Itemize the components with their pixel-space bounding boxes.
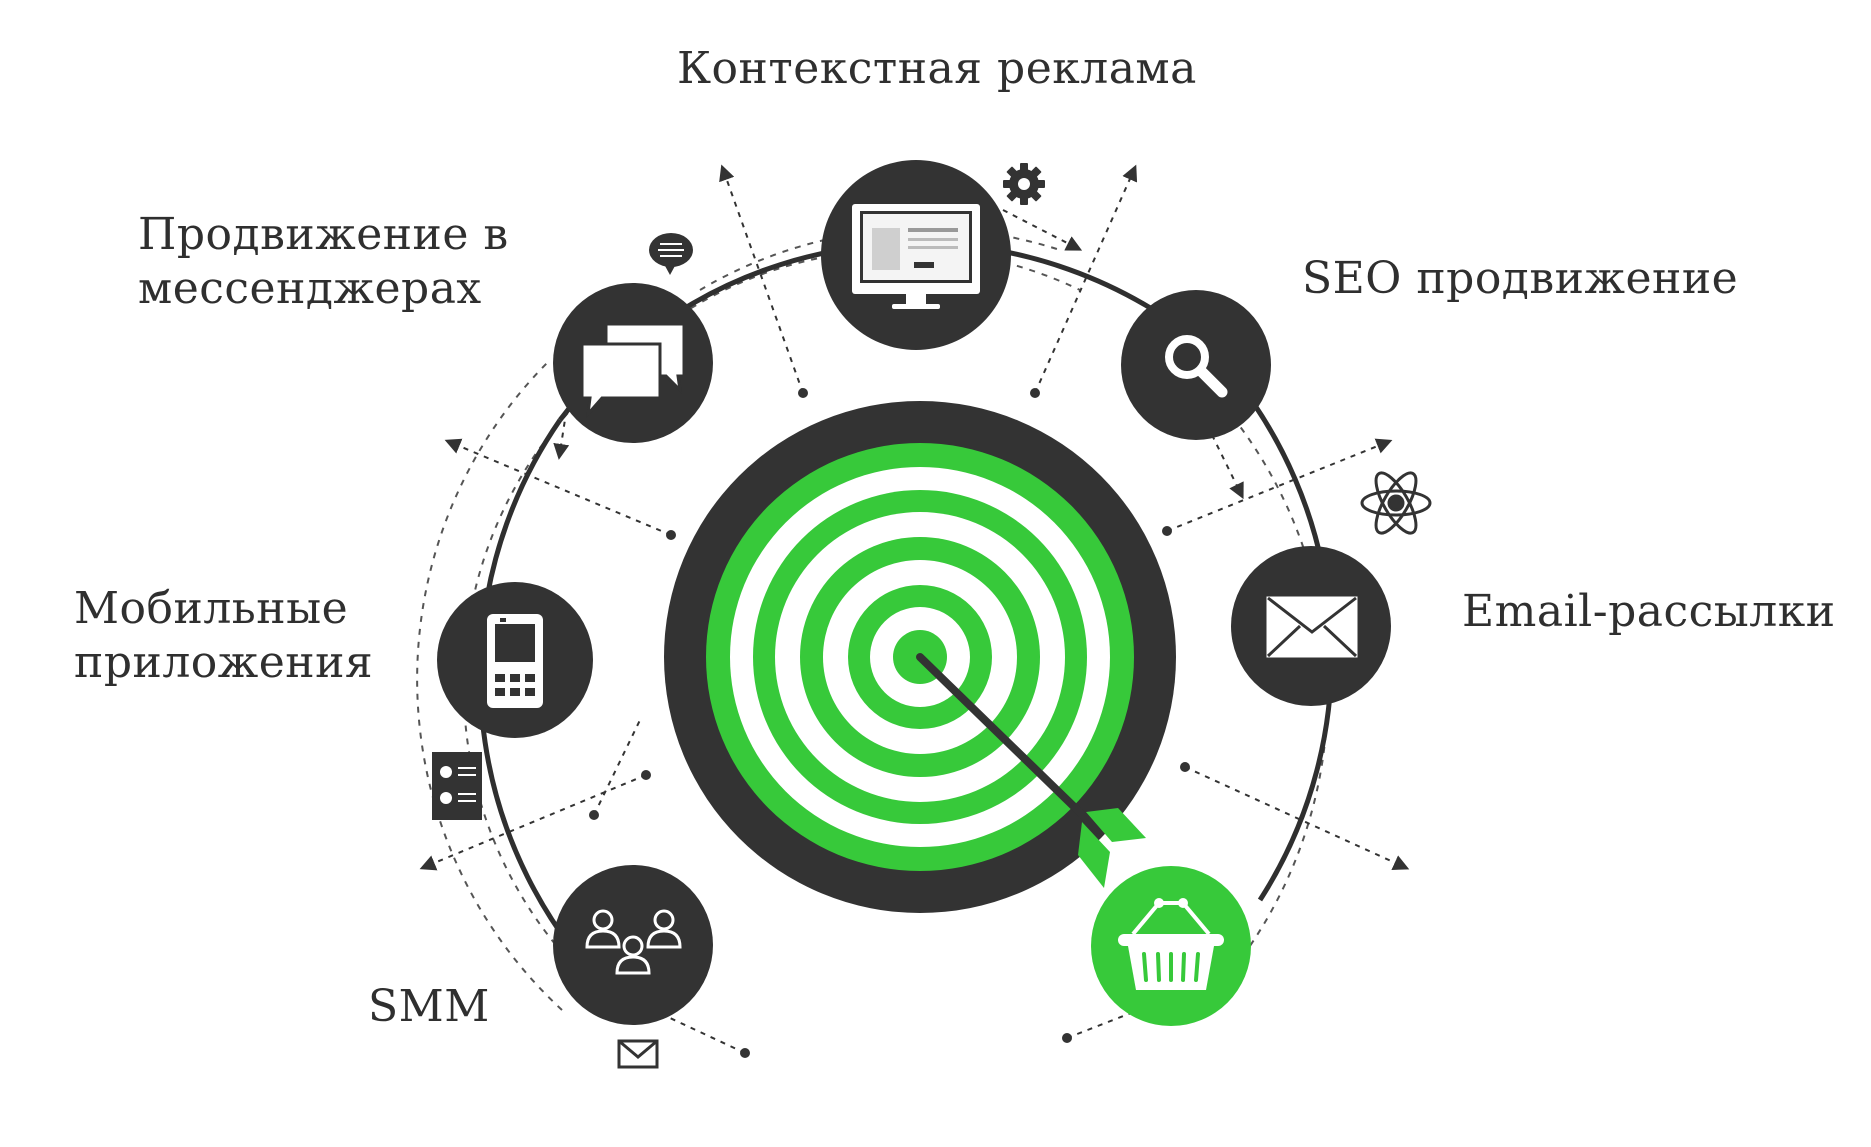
messenger-node (553, 283, 713, 443)
arrow-icon (916, 653, 1146, 888)
people-group-icon (585, 909, 682, 975)
seo-node (1121, 290, 1271, 440)
smm-node (553, 865, 713, 1025)
envelope-icon (1266, 596, 1358, 658)
label-messenger-line1: Продвижение в (138, 209, 509, 260)
label-smm: SMM (368, 981, 490, 1032)
label-messenger-line2: мессенджерах (138, 263, 482, 314)
magnifier-icon (1165, 335, 1228, 398)
shopping-basket-icon (1118, 898, 1224, 990)
pointer-dots (589, 388, 1190, 1058)
gear-icon (1003, 163, 1045, 205)
atom-icon (1360, 471, 1432, 535)
email-node (1231, 546, 1391, 706)
label-email: Email-рассылки (1462, 586, 1836, 637)
label-seo: SEO продвижение (1302, 253, 1739, 304)
label-mobile-line1: Мобильные (74, 583, 349, 634)
mobile-node (437, 582, 593, 738)
label-mobile-line2: приложения (74, 637, 374, 688)
speech-bubble-icon (649, 233, 693, 275)
mobile-phone-icon (487, 614, 543, 708)
label-context-ads: Контекстная реклама (677, 43, 1197, 94)
report-document-icon (432, 752, 482, 820)
monitor-icon (852, 204, 980, 309)
goal-node (1091, 866, 1251, 1026)
small-envelope-icon (617, 1039, 659, 1069)
chat-bubbles-icon (580, 322, 686, 419)
context-ads-node (821, 160, 1011, 350)
